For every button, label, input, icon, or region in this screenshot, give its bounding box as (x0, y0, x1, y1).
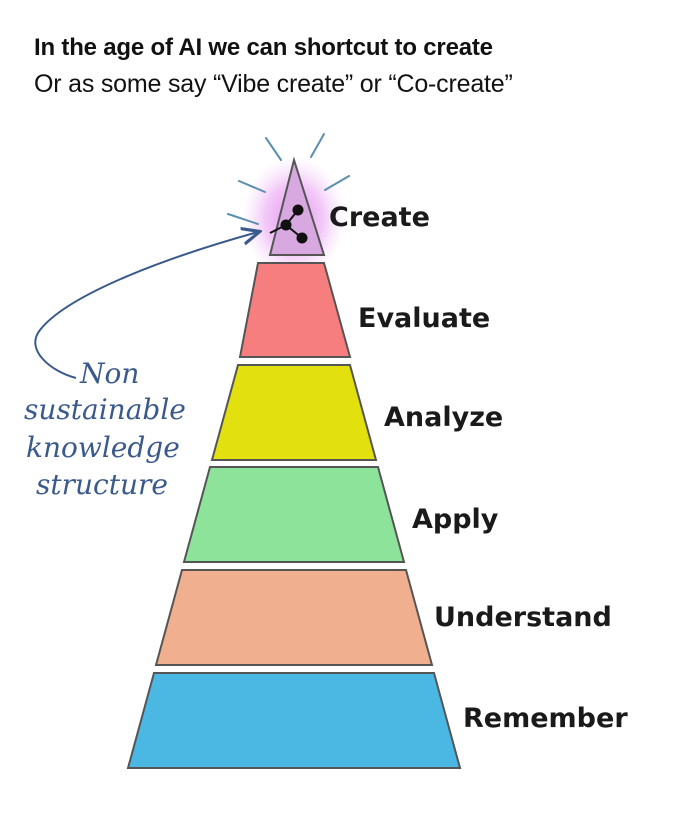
pyramid-level-apply (182, 466, 406, 563)
sparkle-rays-icon (227, 133, 350, 225)
level-label-remember: Remember (463, 703, 628, 734)
pyramid-level-analyze (210, 364, 378, 461)
annotation-line-3: knowledge (26, 431, 180, 464)
annotation-line-2: sustainable (24, 393, 186, 426)
pyramid-level-remember (126, 672, 462, 769)
level-label-create: Create (329, 202, 430, 233)
level-label-understand: Understand (434, 602, 612, 633)
pyramid-level-understand (154, 569, 434, 666)
page-subtitle: Or as some say “Vibe create” or “Co-crea… (34, 70, 513, 98)
annotation-arrow (34, 232, 258, 379)
pyramid-level-evaluate (238, 262, 352, 358)
network-nodes-icon (269, 204, 308, 244)
level-label-analyze: Analyze (384, 402, 503, 433)
page-title: In the age of AI we can shortcut to crea… (34, 34, 493, 61)
annotation-line-4: structure (36, 468, 168, 501)
level-label-apply: Apply (412, 504, 499, 535)
level-label-evaluate: Evaluate (358, 303, 490, 334)
annotation-line-1: Non (79, 357, 139, 390)
